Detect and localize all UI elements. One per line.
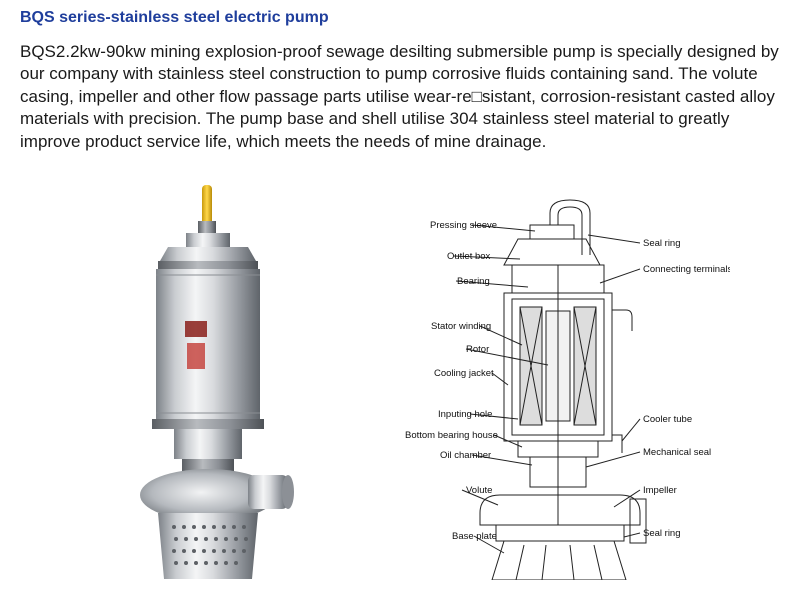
label-stator-winding: Stator winding: [431, 321, 491, 332]
label-bottom-bearing-house: Bottom bearing house: [405, 430, 498, 441]
label-base-plate: Base plate: [452, 531, 497, 542]
label-seal-ring-top: Seal ring: [643, 238, 681, 249]
label-inputing-hole: Inputing hole: [438, 409, 492, 420]
volute-casing: [140, 469, 276, 521]
strainer-base: [158, 513, 258, 579]
label-oil-chamber: Oil chamber: [440, 450, 491, 461]
cable: [202, 185, 212, 225]
label-volute: Volute: [466, 485, 492, 496]
label-pressing-sleeve: Pressing sleeve: [430, 220, 497, 231]
page-title: BQS series-stainless steel electric pump: [20, 9, 329, 26]
label-mechanical-seal: Mechanical seal: [643, 447, 711, 458]
label-outlet-box: Outlet box: [447, 251, 491, 262]
product-description: BQS2.2kw-90kw mining explosion-proof sew…: [20, 42, 779, 151]
label-cooler-tube: Cooler tube: [643, 414, 692, 425]
label-bearing: Bearing: [457, 276, 490, 287]
label-rotor: Rotor: [466, 344, 489, 355]
label-connecting-terminals: Connecting terminals: [643, 264, 730, 275]
label-cooling-jacket: Cooling jacket: [434, 368, 494, 379]
label-impeller: Impeller: [643, 485, 677, 496]
motor-housing: [156, 269, 260, 419]
label-seal-ring-bottom: Seal ring: [643, 528, 681, 539]
pump-photo: [140, 185, 294, 579]
nameplate: [185, 321, 207, 337]
cross-section-diagram: Pressing sleeve Outlet box Bearing Stato…: [405, 199, 730, 580]
